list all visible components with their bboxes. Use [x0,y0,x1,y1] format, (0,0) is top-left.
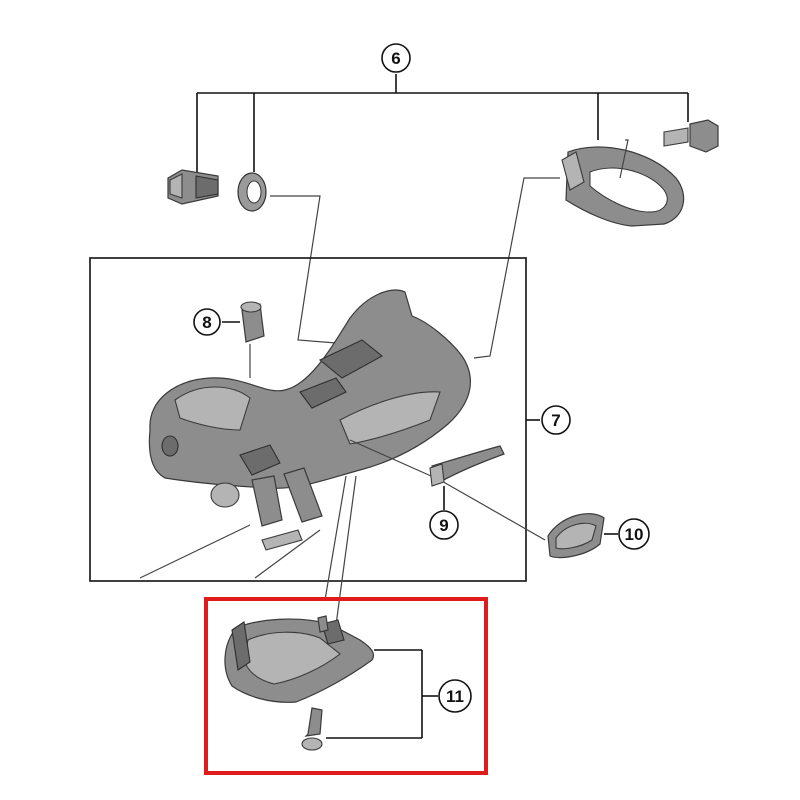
clamp-bolt-part [663,119,719,153]
part-11-highlight-frame [204,597,488,775]
cover-shell-part [224,615,375,703]
callout-8: 8 [193,308,221,336]
washer-part [237,172,267,212]
clamp-band-part [561,146,685,227]
bracket-body-part [148,289,471,551]
spring-clip-part [429,445,505,487]
callout-7: 7 [541,405,571,435]
callout-6-bracket [196,74,689,172]
cover-plate-part [547,513,605,559]
bolt-part [167,169,219,205]
callout-7-label: 7 [551,411,560,430]
callout-6-label: 6 [391,49,400,68]
callout-8-label: 8 [202,313,211,332]
cover-screw-part [301,707,323,751]
callout-10-label: 10 [625,525,644,544]
callout-11: 11 [438,679,472,713]
callout-11-label: 11 [446,687,464,706]
callout-10: 10 [618,518,650,550]
leader-lines [270,139,629,359]
callout-9: 9 [429,510,459,540]
callout-6: 6 [381,43,411,73]
callout-9-label: 9 [439,516,448,535]
pin-part [240,301,265,378]
callout-11-bracket [326,649,438,739]
